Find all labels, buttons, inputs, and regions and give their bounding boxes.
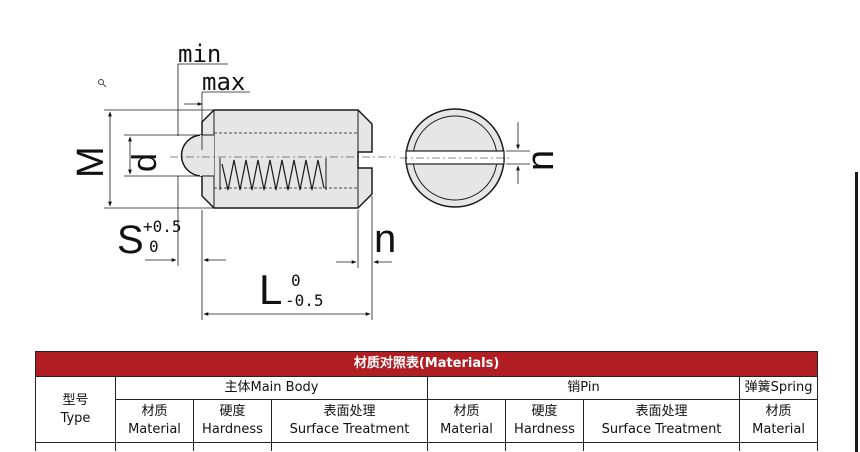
table-cell [427, 442, 506, 451]
d-label: d [126, 153, 164, 172]
magnifier-icon [98, 79, 107, 88]
group-main-body: 主体Main Body [115, 376, 428, 400]
table-cell [738, 442, 819, 451]
side-view [170, 109, 395, 209]
subheader-body-surface: 表面处理 Surface Treatment [271, 399, 428, 443]
subheader-en: Material [440, 422, 493, 437]
table-cell [193, 442, 272, 451]
n-side-label: n [374, 217, 396, 261]
table-row [35, 442, 819, 451]
subheader-cn: 表面处理 [635, 404, 688, 419]
l-label: L [259, 266, 282, 313]
subheader-pin-hardness: 硬度 Hardness [505, 399, 584, 443]
s-tolerance-upper: +0.5 [143, 217, 182, 236]
max-label: max [202, 68, 245, 96]
table-cell [115, 442, 194, 451]
table-cell [505, 442, 584, 451]
subheader-en: Hardness [202, 422, 263, 437]
type-header-en: Type [60, 410, 91, 426]
subheader-body-hardness: 硬度 Hardness [193, 399, 272, 443]
right-edge-rule [855, 172, 858, 452]
subheader-pin-material: 材质 Material [427, 399, 506, 443]
type-header: 型号 Type [35, 376, 116, 443]
table-cell [35, 442, 116, 451]
subheader-cn: 材质 [141, 404, 168, 419]
dimension-lines [104, 63, 530, 320]
subheader-spring-material: 材质 Material [738, 399, 819, 443]
table-cell [583, 442, 740, 451]
technical-drawing: min max M d S +0.5 0 n L 0 -0.5 n [70, 40, 562, 320]
group-spring: 弹簧Spring [738, 376, 819, 400]
l-tolerance-upper: 0 [291, 271, 301, 290]
subheader-body-material: 材质 Material [115, 399, 194, 443]
subheader-en: Surface Treatment [601, 422, 722, 437]
s-tolerance-lower: 0 [149, 237, 159, 256]
subheader-cn: 材质 [453, 404, 480, 419]
table-cell [271, 442, 428, 451]
min-label: min [178, 40, 221, 68]
subheader-en: Material [752, 422, 805, 437]
n-end-label: n [520, 150, 562, 171]
subheader-cn: 材质 [765, 404, 792, 419]
subheader-cn: 硬度 [531, 404, 558, 419]
group-pin: 销Pin [427, 376, 740, 400]
end-view [400, 108, 510, 208]
l-tolerance-lower: -0.5 [285, 291, 324, 310]
type-header-cn: 型号 [62, 392, 89, 408]
table-title: 材质对照表(Materials) [34, 351, 819, 377]
s-label: S [117, 218, 144, 262]
subheader-en: Material [128, 422, 181, 437]
m-label: M [70, 146, 112, 178]
subheader-en: Hardness [514, 422, 575, 437]
subheader-en: Surface Treatment [289, 422, 410, 437]
materials-table: 材质对照表(Materials) 型号 Type 主体Main Body 销Pi… [34, 351, 819, 451]
subheader-cn: 表面处理 [323, 404, 376, 419]
subheader-cn: 硬度 [219, 404, 246, 419]
subheader-pin-surface: 表面处理 Surface Treatment [583, 399, 740, 443]
